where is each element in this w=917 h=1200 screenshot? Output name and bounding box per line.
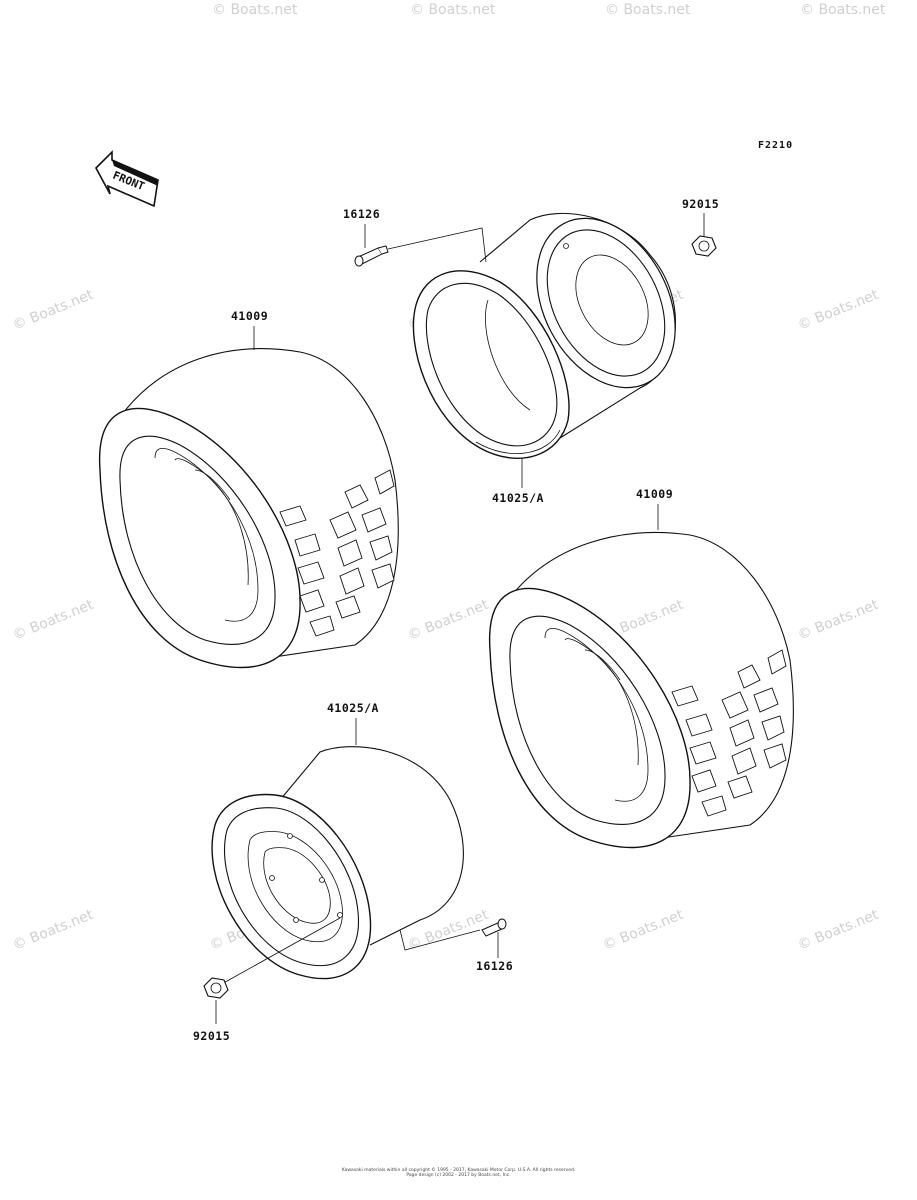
watermark: © Boats.net (800, 2, 886, 18)
valve-stem-top-icon (354, 245, 389, 267)
valve-stem-bottom-icon (481, 918, 507, 937)
copyright-footer: Kawasaki materials within all copyright … (0, 1168, 917, 1178)
watermark: © Boats.net (406, 597, 492, 644)
leader-line (219, 917, 341, 986)
label-nut-bottom: 92015 (193, 1029, 230, 1043)
watermark: © Boats.net (796, 597, 882, 644)
tread-pattern (279, 469, 395, 637)
label-tire-right: 41009 (636, 487, 673, 501)
leader-line (399, 929, 481, 951)
copyright-line: Kawasaki materials within all copyright … (341, 1168, 576, 1173)
watermark: © Boats.net (605, 2, 691, 18)
wheel-rim-top (412, 212, 677, 459)
watermark: © Boats.net (11, 907, 97, 954)
nut-bottom-icon (203, 977, 229, 999)
tire-right (489, 532, 794, 849)
label-nut-top: 92015 (682, 197, 719, 211)
front-arrow-icon: FRONT (95, 150, 159, 208)
nut-top-icon (691, 235, 717, 257)
label-valve-top: 16126 (343, 207, 380, 221)
label-valve-bottom: 16126 (476, 959, 513, 973)
tread-pattern (671, 649, 787, 817)
watermark: © Boats.net (601, 907, 687, 954)
watermark: © Boats.net (796, 287, 882, 334)
watermark: © Boats.net (11, 597, 97, 644)
label-tire-left: 41009 (231, 309, 268, 323)
copyright-line: Page design (c) 2002 - 2017 by Boats.net… (406, 1173, 511, 1178)
wheel-rim-bottom (211, 746, 464, 980)
label-rim-top: 41025/A (492, 491, 544, 505)
figure-id: F2210 (758, 140, 793, 151)
watermark: © Boats.net (410, 2, 496, 18)
watermark: © Boats.net (212, 2, 298, 18)
label-rim-bottom: 41025/A (327, 701, 379, 715)
tire-left (99, 348, 399, 669)
watermark: © Boats.net (796, 907, 882, 954)
watermark: © Boats.net (11, 287, 97, 334)
leader-line (387, 227, 487, 263)
